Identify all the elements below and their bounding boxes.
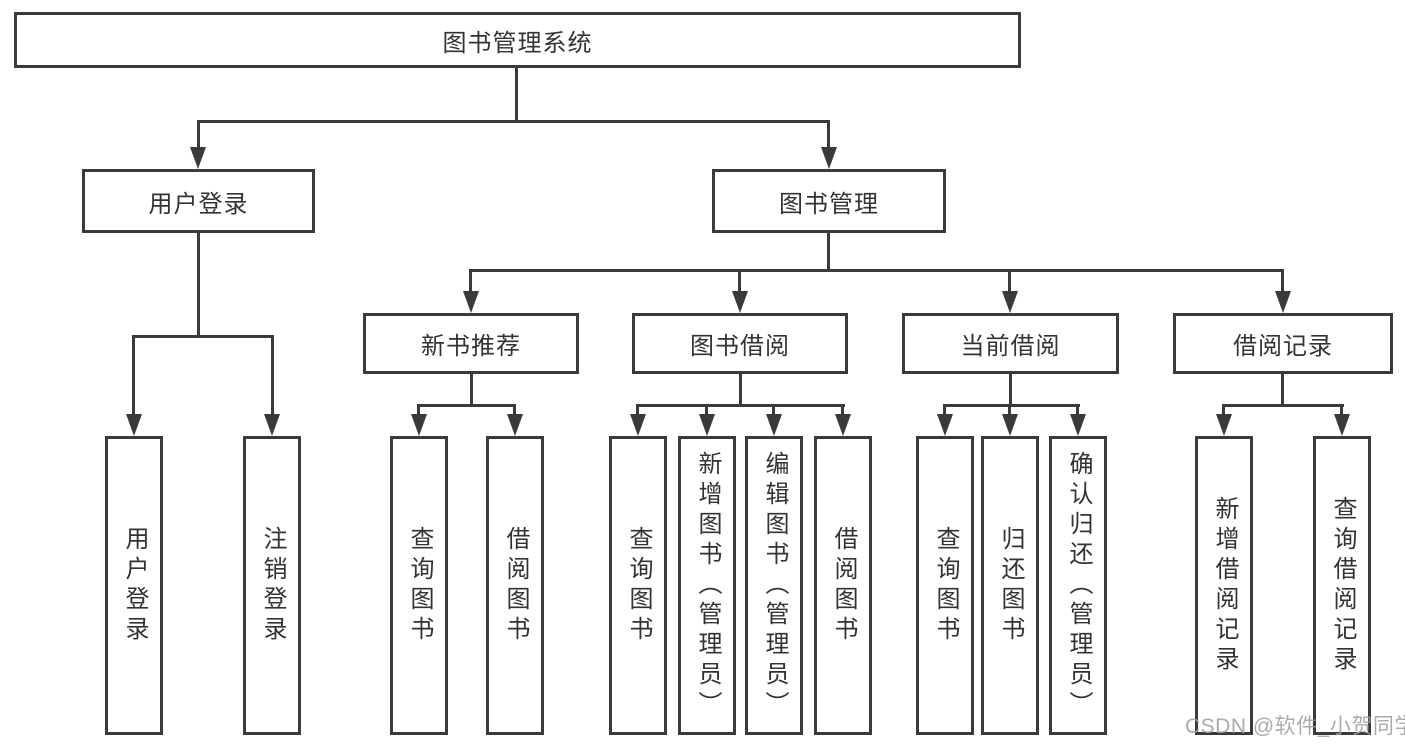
connector-userlogin-drop-2 <box>271 335 274 417</box>
arrowhead-new-book-recommendation <box>463 291 479 313</box>
connector-current-drop-3 <box>1076 404 1079 417</box>
leaf-query-books-borrowing: 查询图书 <box>609 436 667 735</box>
connector-root-bus <box>197 120 830 123</box>
arrowhead-edit-books-admin <box>766 414 782 436</box>
arrowhead-return-books <box>1002 414 1018 436</box>
connector-userlogin-feed <box>197 233 200 338</box>
arrowhead-leaf-user-login <box>126 414 142 436</box>
arrowhead-query-books-current <box>937 414 953 436</box>
connector-recommend-drop-1 <box>417 404 420 417</box>
connector-current-drop-2 <box>1008 404 1011 417</box>
connector-records-drop-1 <box>1222 404 1225 417</box>
connector-borrowing-drop-3 <box>772 404 775 417</box>
connector-bookmgmt-drop-2 <box>738 269 741 294</box>
connector-recommend-drop-2 <box>513 404 516 417</box>
arrowhead-query-books-borrowing <box>630 414 646 436</box>
arrowhead-current-borrowing <box>1002 291 1018 313</box>
leaf-logout: 注销登录 <box>243 436 301 735</box>
leaf-query-books-current: 查询图书 <box>916 436 974 735</box>
connector-current-bus <box>943 404 1080 407</box>
connector-borrowing-feed <box>739 374 742 407</box>
connector-current-drop-1 <box>943 404 946 417</box>
arrowhead-borrowing-records <box>1275 291 1291 313</box>
arrowhead-add-borrow-record <box>1216 414 1232 436</box>
connector-root-feed <box>515 68 518 123</box>
node-new-book-recommendation: 新书推荐 <box>363 313 579 374</box>
node-book-borrowing: 图书借阅 <box>632 313 848 374</box>
node-borrowing-records: 借阅记录 <box>1173 313 1393 374</box>
connector-borrowing-drop-2 <box>705 404 708 417</box>
connector-borrowing-drop-4 <box>841 404 844 417</box>
leaf-user-login: 用户登录 <box>105 436 163 735</box>
connector-borrowing-bus <box>636 404 845 407</box>
connector-userlogin-drop-1 <box>132 335 135 417</box>
arrowhead-query-books-recommend <box>411 414 427 436</box>
connector-records-feed <box>1281 374 1284 407</box>
connector-current-feed <box>1009 374 1012 407</box>
connector-bookmgmt-drop-3 <box>1008 269 1011 294</box>
connector-bookmgmt-bus <box>469 269 1284 272</box>
leaf-confirm-return-admin: 确认归还（管理员） <box>1049 436 1107 735</box>
connector-bookmgmt-drop-1 <box>469 269 472 294</box>
connector-records-bus <box>1222 404 1344 407</box>
csdn-watermark: CSDN @软件_小贺同学 <box>1185 715 1405 738</box>
node-book-management: 图书管理 <box>712 169 946 233</box>
leaf-borrow-books-recommend: 借阅图书 <box>486 436 544 735</box>
connector-recommend-feed <box>470 374 473 407</box>
leaf-borrow-books: 借阅图书 <box>814 436 872 735</box>
leaf-add-books-admin: 新增图书（管理员） <box>678 436 736 735</box>
arrowhead-add-books-admin <box>699 414 715 436</box>
connector-records-drop-2 <box>1340 404 1343 417</box>
arrowhead-borrow-books <box>835 414 851 436</box>
node-root-library-system: 图书管理系统 <box>14 12 1021 68</box>
arrowhead-book-management <box>821 147 837 169</box>
leaf-return-books: 归还图书 <box>981 436 1039 735</box>
leaf-add-borrow-record: 新增借阅记录 <box>1195 436 1253 735</box>
arrowhead-user-login <box>190 147 206 169</box>
arrowhead-borrow-books-recommend <box>507 414 523 436</box>
connector-borrowing-drop-1 <box>636 404 639 417</box>
connector-root-drop-left <box>197 120 200 150</box>
connector-recommend-bus <box>417 404 516 407</box>
connector-bookmgmt-drop-4 <box>1281 269 1284 294</box>
arrowhead-query-borrow-record <box>1334 414 1350 436</box>
leaf-edit-books-admin: 编辑图书（管理员） <box>745 436 803 735</box>
leaf-query-borrow-record: 查询借阅记录 <box>1313 436 1371 735</box>
arrowhead-book-borrowing <box>732 291 748 313</box>
leaf-query-books-recommend: 查询图书 <box>390 436 448 735</box>
arrowhead-leaf-logout <box>264 414 280 436</box>
connector-bookmgmt-feed <box>827 233 830 272</box>
node-user-login: 用户登录 <box>82 169 315 233</box>
connector-userlogin-bus <box>132 335 274 338</box>
node-current-borrowing: 当前借阅 <box>902 313 1119 374</box>
arrowhead-confirm-return-admin <box>1070 414 1086 436</box>
connector-root-drop-right <box>827 120 830 150</box>
